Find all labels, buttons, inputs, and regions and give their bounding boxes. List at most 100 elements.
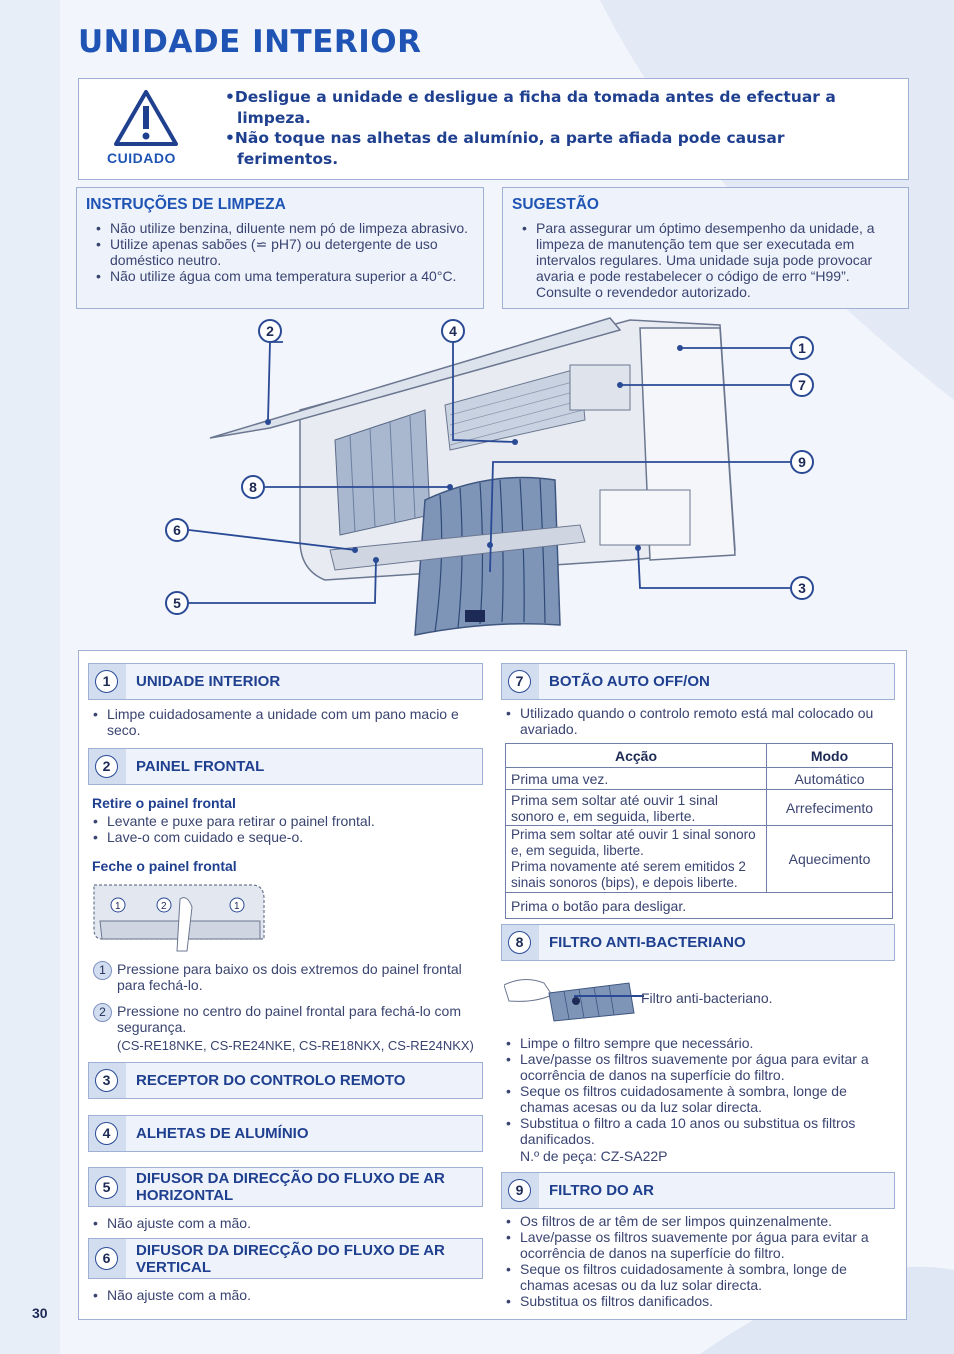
list-item: Limpe cuidadosamente a unidade com um pa…: [91, 706, 481, 738]
anti-bacterial-filter-illustration: [504, 979, 635, 1022]
cleaning-item: Não utilize água com uma temperatura sup…: [86, 268, 474, 284]
section-7-header: 7 BOTÃO AUTO OFF/ON: [501, 663, 895, 700]
cleaning-title: INSTRUÇÕES DE LIMPEZA: [86, 196, 286, 213]
page-title: UNIDADE INTERIOR: [78, 24, 422, 60]
list-item: Substitua os filtros danificados.: [504, 1293, 894, 1309]
section-5-header: 5 DIFUSOR DA DIRECÇÃO DO FLUXO DE AR HOR…: [88, 1167, 483, 1207]
close-panel-illustration: 1 2 1: [93, 884, 265, 952]
step-text: Pressione no centro do painel frontal pa…: [117, 1003, 461, 1035]
list-item: Utilizado quando o controlo remoto está …: [504, 705, 889, 737]
close-step-2: 2 Pressione no centro do painel frontal …: [91, 1003, 471, 1035]
tip-title: SUGESTÃO: [512, 196, 599, 213]
remove-panel-title: Retire o painel frontal: [92, 795, 236, 811]
list-item: Lave/passe os filtros suavemente por águ…: [504, 1051, 894, 1083]
section-title: DIFUSOR DA DIRECÇÃO DO FLUXO DE AR HORIZ…: [136, 1170, 445, 1204]
filter-pointer-line: [574, 995, 644, 997]
section-4-header: 4 ALHETAS DE ALUMÍNIO: [88, 1115, 483, 1152]
section-9-list: Os filtros de ar têm de ser limpos quinz…: [504, 1213, 894, 1309]
callout-1: 1: [790, 336, 814, 360]
warning-icon: [114, 90, 178, 146]
section-number: 9: [508, 1179, 531, 1202]
section-title: FILTRO ANTI-BACTERIANO: [549, 934, 746, 951]
step-number-2: 2: [93, 1003, 112, 1022]
section-title: PAINEL FRONTAL: [136, 758, 265, 775]
table-cell-mode: Arrefecimento: [766, 789, 893, 826]
list-item: Não ajuste com a mão.: [91, 1215, 481, 1231]
section-6-header: 6 DIFUSOR DA DIRECÇÃO DO FLUXO DE AR VER…: [88, 1238, 483, 1279]
close-step-1: 1 Pressione para baixo os dois extremos …: [91, 961, 471, 993]
section-9-header: 9 FILTRO DO AR: [501, 1172, 895, 1209]
section-6-list: Não ajuste com a mão.: [91, 1287, 481, 1303]
section-7-list: Utilizado quando o controlo remoto está …: [504, 705, 889, 737]
part-number: N.º de peça: CZ-SA22P: [520, 1148, 668, 1164]
table-cell-action: Prima sem soltar até ouvir 1 sinal sonor…: [505, 789, 767, 826]
tip-list: Para assegurar um óptimo desempenho da u…: [512, 220, 899, 300]
tip-item: Para assegurar um óptimo desempenho da u…: [512, 220, 899, 300]
list-item: Levante e puxe para retirar o painel fro…: [91, 813, 481, 829]
cleaning-item: Utilize apenas sabões (⋍ pH7) ou deterge…: [86, 236, 474, 268]
table-cell-mode: Automático: [766, 767, 893, 790]
section-number: 8: [508, 931, 531, 954]
indoor-unit-diagram: 2 4 1 7 9 8 6 5 3: [160, 310, 830, 650]
list-item: Limpe o filtro sempre que necessário.: [504, 1035, 894, 1051]
callout-3: 3: [790, 576, 814, 600]
table-cell-action: Prima sem soltar até ouvir 1 sinal sonor…: [505, 825, 767, 893]
page-number: 30: [32, 1305, 48, 1321]
table-header-mode: Modo: [766, 743, 893, 768]
callout-2: 2: [258, 319, 282, 343]
step-number-1: 1: [93, 961, 112, 980]
cleaning-instructions-box: INSTRUÇÕES DE LIMPEZA Não utilize benzin…: [76, 187, 484, 309]
section-number: 6: [95, 1247, 118, 1270]
table-cell-text: Prima sem soltar até ouvir 1 sinal sonor…: [511, 827, 756, 858]
callout-6: 6: [165, 518, 189, 542]
section-number: 5: [95, 1176, 118, 1199]
section-number: 3: [95, 1069, 118, 1092]
section-2-header: 2 PAINEL FRONTAL: [88, 748, 483, 785]
tip-box: SUGESTÃO Para assegurar um óptimo desemp…: [502, 187, 909, 309]
callout-8: 8: [241, 475, 265, 499]
cleaning-list: Não utilize benzina, diluente nem pó de …: [86, 220, 474, 284]
section-3-header: 3 RECEPTOR DO CONTROLO REMOTO: [88, 1062, 483, 1099]
parts-section: 1 UNIDADE INTERIOR Limpe cuidadosamente …: [78, 650, 907, 1320]
caution-item: Desligue a unidade e desligue a ficha da…: [225, 87, 885, 128]
list-item: Os filtros de ar têm de ser limpos quinz…: [504, 1213, 894, 1229]
table-cell-action: Prima o botão para desligar.: [505, 892, 893, 919]
section-title: FILTRO DO AR: [549, 1182, 654, 1199]
caution-box: CUIDADO Desligue a unidade e desligue a …: [78, 78, 909, 180]
close-panel-title: Feche o painel frontal: [92, 858, 237, 874]
section-5-list: Não ajuste com a mão.: [91, 1215, 481, 1231]
section-number: 2: [95, 755, 118, 778]
svg-text:2: 2: [161, 901, 167, 912]
indoor-unit-illustration: [188, 317, 790, 636]
table-cell-action: Prima uma vez.: [505, 767, 767, 790]
section-number: 4: [95, 1122, 118, 1145]
section-number: 7: [508, 670, 531, 693]
list-item: Lave/passe os filtros suavemente por águ…: [504, 1229, 894, 1261]
list-item: Seque os filtros cuidadosamente à sombra…: [504, 1083, 894, 1115]
auto-button-table: Acção Modo Prima uma vez. Automático Pri…: [505, 743, 893, 919]
callout-5: 5: [165, 591, 189, 615]
caution-list: Desligue a unidade e desligue a ficha da…: [225, 87, 885, 169]
remove-panel-list: Levante e puxe para retirar o painel fro…: [91, 813, 481, 845]
section-1-list: Limpe cuidadosamente a unidade com um pa…: [91, 706, 481, 738]
step-text: Pressione para baixo os dois extremos do…: [117, 961, 462, 993]
section-title: UNIDADE INTERIOR: [136, 673, 281, 690]
svg-text:1: 1: [115, 901, 121, 912]
filter-label: Filtro anti-bacteriano.: [641, 990, 773, 1006]
table-cell-mode: Aquecimento: [766, 825, 893, 893]
section-title: BOTÃO AUTO OFF/ON: [549, 673, 710, 690]
list-item: Seque os filtros cuidadosamente à sombra…: [504, 1261, 894, 1293]
section-8-list: Limpe o filtro sempre que necessário. La…: [504, 1035, 894, 1147]
section-number: 1: [95, 670, 118, 693]
section-8-header: 8 FILTRO ANTI-BACTERIANO: [501, 924, 895, 961]
section-title: RECEPTOR DO CONTROLO REMOTO: [136, 1072, 406, 1089]
caution-label: CUIDADO: [107, 150, 176, 166]
list-item: Lave-o com cuidado e seque-o.: [91, 829, 481, 845]
cleaning-item: Não utilize benzina, diluente nem pó de …: [86, 220, 474, 236]
svg-text:1: 1: [234, 901, 240, 912]
callout-9: 9: [790, 450, 814, 474]
list-item: Substitua o filtro a cada 10 anos ou sub…: [504, 1115, 894, 1147]
callout-7: 7: [790, 373, 814, 397]
section-title: DIFUSOR DA DIRECÇÃO DO FLUXO DE AR VERTI…: [136, 1241, 445, 1276]
section-title: ALHETAS DE ALUMÍNIO: [136, 1125, 309, 1142]
